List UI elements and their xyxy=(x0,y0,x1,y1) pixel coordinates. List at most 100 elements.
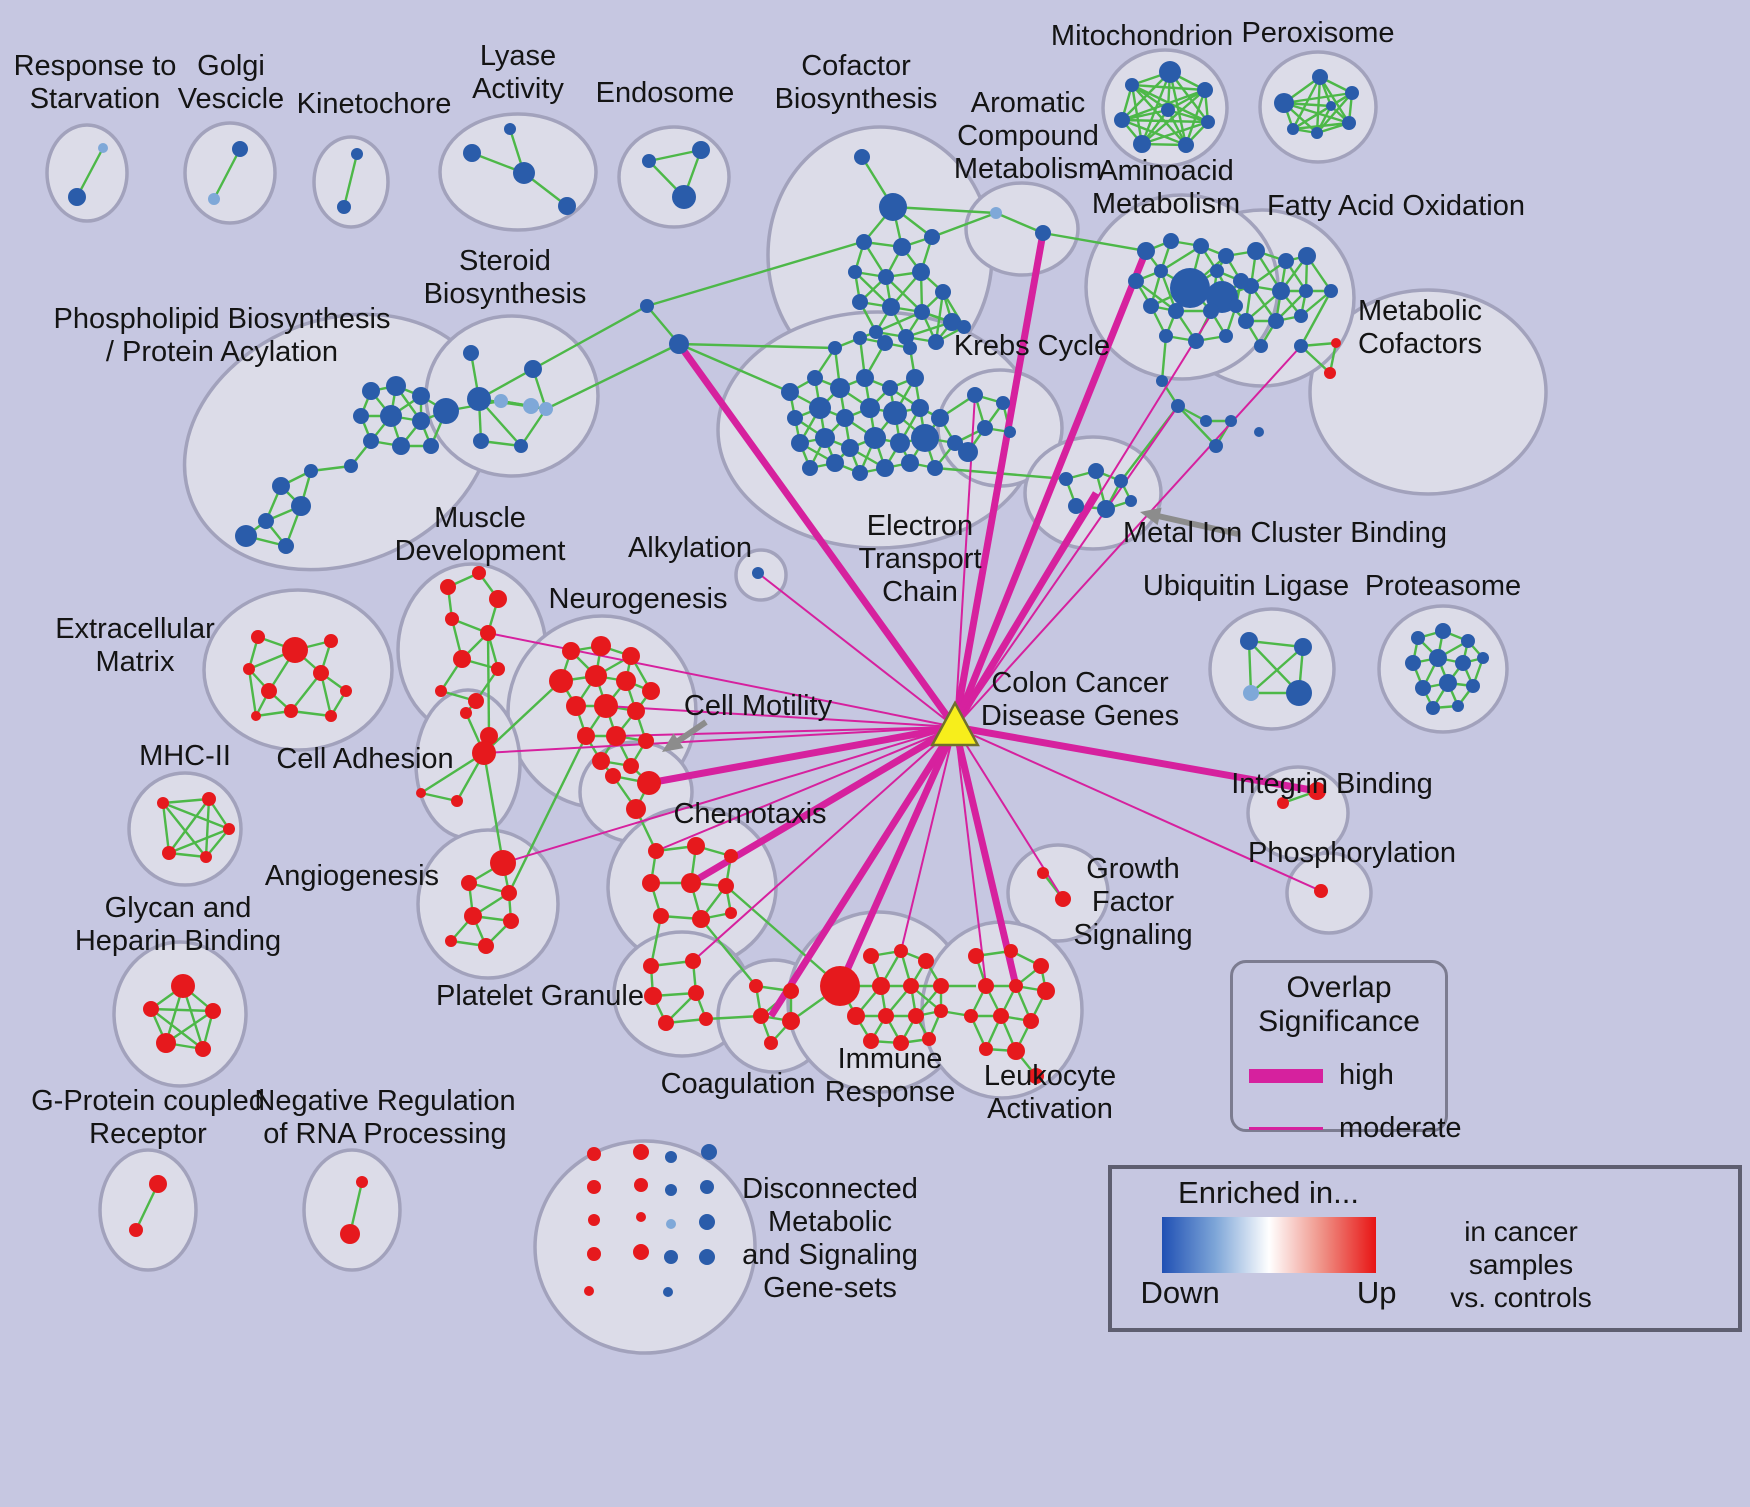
gene-set-node[interactable] xyxy=(337,200,351,214)
gene-set-node[interactable] xyxy=(587,1247,601,1261)
gene-set-node[interactable] xyxy=(1277,797,1289,809)
gene-set-node[interactable] xyxy=(893,1035,909,1051)
gene-set-node[interactable] xyxy=(585,665,607,687)
gene-set-node[interactable] xyxy=(1326,101,1336,111)
gene-set-node[interactable] xyxy=(1405,655,1421,671)
gene-set-node[interactable] xyxy=(1287,123,1299,135)
gene-set-node[interactable] xyxy=(911,399,929,417)
gene-set-node[interactable] xyxy=(781,383,799,401)
gene-set-node[interactable] xyxy=(1004,944,1018,958)
overlap-edge-moderate[interactable] xyxy=(605,705,956,728)
gene-set-node[interactable] xyxy=(1037,867,1049,879)
gene-set-node[interactable] xyxy=(1168,303,1184,319)
gene-set-node[interactable] xyxy=(1345,86,1359,100)
gene-set-node[interactable] xyxy=(977,420,993,436)
overlap-edge-moderate[interactable] xyxy=(483,726,956,754)
gene-set-node[interactable] xyxy=(453,650,471,668)
gene-set-node[interactable] xyxy=(435,685,447,697)
gene-set-node[interactable] xyxy=(1308,782,1326,800)
gene-set-node[interactable] xyxy=(1254,427,1264,437)
gene-set-node[interactable] xyxy=(658,1015,674,1031)
gene-set-node[interactable] xyxy=(908,1008,924,1024)
gene-set-node[interactable] xyxy=(460,707,472,719)
gene-set-node[interactable] xyxy=(701,1144,717,1160)
gene-set-node[interactable] xyxy=(914,304,930,320)
gene-set-node[interactable] xyxy=(1294,309,1308,323)
gene-set-node[interactable] xyxy=(1466,679,1480,693)
overlap-edge-moderate[interactable] xyxy=(954,296,1223,728)
gene-set-node[interactable] xyxy=(1143,298,1159,314)
gene-set-node[interactable] xyxy=(890,433,910,453)
gene-set-node[interactable] xyxy=(860,398,880,418)
gene-set-node[interactable] xyxy=(863,948,879,964)
gene-set-node[interactable] xyxy=(363,433,379,449)
gene-set-node[interactable] xyxy=(461,875,477,891)
gene-set-node[interactable] xyxy=(558,197,576,215)
gene-set-node[interactable] xyxy=(1037,982,1055,1000)
gene-set-node[interactable] xyxy=(433,398,459,424)
gene-set-node[interactable] xyxy=(1114,474,1128,488)
gene-set-node[interactable] xyxy=(848,265,862,279)
gene-set-node[interactable] xyxy=(877,335,893,351)
gene-set-node[interactable] xyxy=(1209,439,1223,453)
overlap-edge-moderate[interactable] xyxy=(502,726,956,864)
gene-set-node[interactable] xyxy=(412,412,430,430)
gene-set-node[interactable] xyxy=(642,154,656,168)
gene-set-node[interactable] xyxy=(606,726,626,746)
gene-set-node[interactable] xyxy=(205,1003,221,1019)
gene-set-node[interactable] xyxy=(1007,1042,1025,1060)
gene-set-node[interactable] xyxy=(688,985,704,1001)
gene-set-node[interactable] xyxy=(1439,674,1457,692)
gene-set-node[interactable] xyxy=(869,325,883,339)
gene-set-node[interactable] xyxy=(591,636,611,656)
gene-set-node[interactable] xyxy=(622,647,640,665)
gene-set-node[interactable] xyxy=(906,369,924,387)
gene-set-node[interactable] xyxy=(830,378,850,398)
gene-set-node[interactable] xyxy=(584,1286,594,1296)
gene-set-node[interactable] xyxy=(566,696,586,716)
gene-set-node[interactable] xyxy=(996,396,1010,410)
gene-set-node[interactable] xyxy=(562,642,580,660)
gene-set-node[interactable] xyxy=(1125,495,1137,507)
gene-set-node[interactable] xyxy=(685,953,701,969)
gene-set-node[interactable] xyxy=(251,630,265,644)
gene-set-node[interactable] xyxy=(1201,115,1215,129)
gene-set-node[interactable] xyxy=(472,566,486,580)
gene-set-node[interactable] xyxy=(783,983,799,999)
gene-set-node[interactable] xyxy=(1311,127,1323,139)
gene-set-node[interactable] xyxy=(1411,631,1425,645)
gene-set-node[interactable] xyxy=(1193,238,1209,254)
gene-set-node[interactable] xyxy=(445,612,459,626)
colon-cancer-hub-node[interactable] xyxy=(930,700,980,747)
gene-set-node[interactable] xyxy=(863,1033,879,1049)
gene-set-node[interactable] xyxy=(853,331,867,345)
gene-set-node[interactable] xyxy=(129,1223,143,1237)
gene-set-node[interactable] xyxy=(463,144,481,162)
gene-set-node[interactable] xyxy=(847,1007,865,1025)
gene-set-node[interactable] xyxy=(1324,284,1338,298)
gene-set-node[interactable] xyxy=(841,439,859,457)
gene-set-node[interactable] xyxy=(912,263,930,281)
gene-set-node[interactable] xyxy=(883,401,907,425)
gene-set-node[interactable] xyxy=(1133,135,1151,153)
gene-set-node[interactable] xyxy=(809,397,831,419)
overlap-edge-moderate[interactable] xyxy=(615,726,956,737)
gene-set-node[interactable] xyxy=(882,298,900,316)
gene-set-node[interactable] xyxy=(392,437,410,455)
gene-set-node[interactable] xyxy=(480,625,496,641)
gene-set-node[interactable] xyxy=(1137,242,1155,260)
overlap-edge-moderate[interactable] xyxy=(900,726,956,952)
gene-set-node[interactable] xyxy=(879,193,907,221)
gene-set-node[interactable] xyxy=(524,360,542,378)
gene-set-node[interactable] xyxy=(587,1180,601,1194)
overlap-edge-moderate[interactable] xyxy=(954,726,987,987)
gene-set-node[interactable] xyxy=(539,402,553,416)
gene-set-node[interactable] xyxy=(423,438,439,454)
gene-set-node[interactable] xyxy=(1426,701,1440,715)
gene-set-node[interactable] xyxy=(1415,680,1431,696)
overlap-edge-moderate[interactable] xyxy=(655,726,956,852)
gene-set-node[interactable] xyxy=(826,454,844,472)
gene-set-node[interactable] xyxy=(1059,472,1073,486)
gene-set-node[interactable] xyxy=(577,727,595,745)
overlap-edge-high[interactable] xyxy=(951,726,1020,987)
